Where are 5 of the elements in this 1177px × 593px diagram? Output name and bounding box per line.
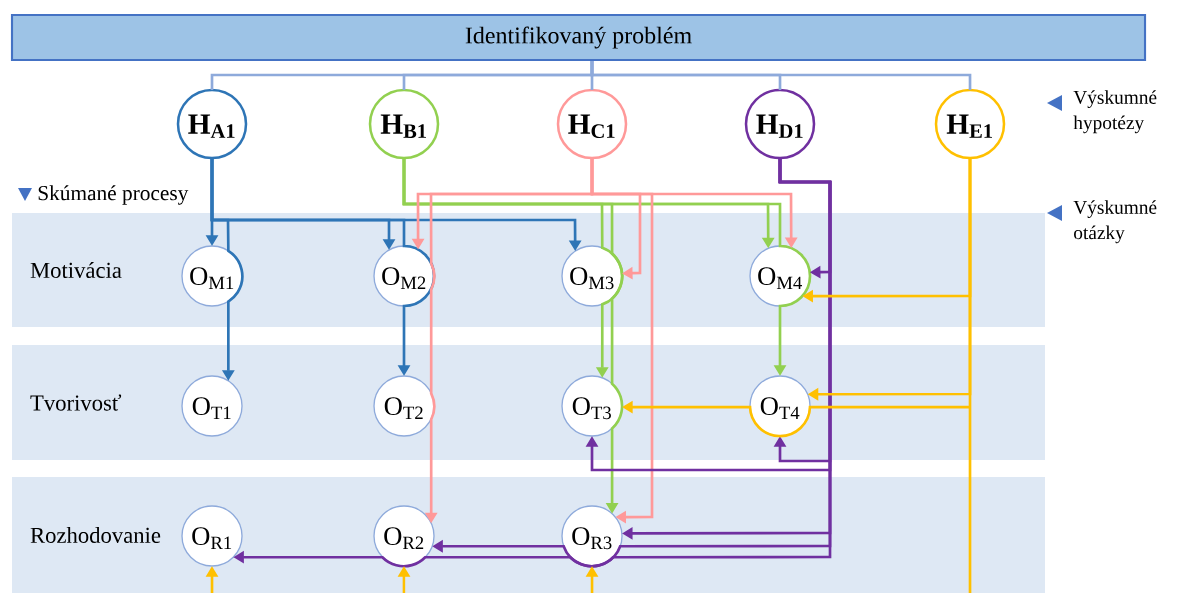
connector-line xyxy=(590,61,972,90)
side-label: Výskumné otázky xyxy=(1073,200,1157,244)
side-label: Výskumné hypotézy xyxy=(1073,90,1157,134)
problem-box: Identifikovaný problém xyxy=(10,13,1147,62)
side-label: Skúmané procesy xyxy=(38,185,189,205)
